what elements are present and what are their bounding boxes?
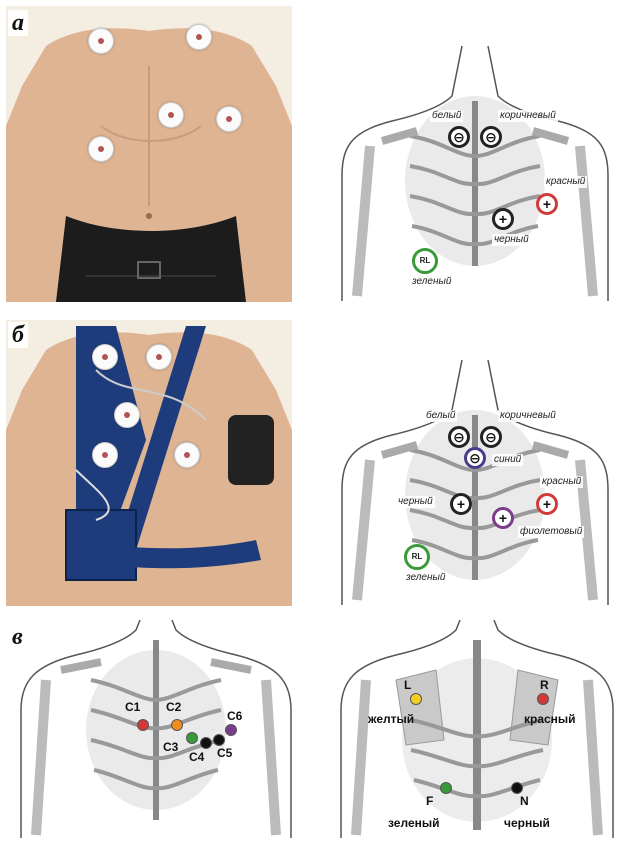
diagram-c-front: C1 C2 C3 C4 C5 C6 — [6, 620, 306, 838]
skeleton-outline-c-back — [326, 620, 628, 838]
torso-photo-a — [6, 6, 292, 302]
tag-r: R — [540, 678, 549, 692]
tag-brown: коричневый — [498, 110, 558, 122]
lead-f-marker — [440, 782, 452, 794]
lead-c5-label: C5 — [217, 746, 232, 760]
panel-label-c: в — [8, 624, 27, 650]
lead-c2-marker — [171, 719, 183, 731]
lead-c6-marker — [225, 724, 237, 736]
lead-c4-label: C4 — [189, 750, 204, 764]
electrode-pad — [92, 442, 118, 468]
lead-c5-marker — [213, 734, 225, 746]
electrode-black: + — [450, 493, 472, 515]
tag-white: белый — [430, 110, 463, 122]
lead-l-marker — [410, 693, 422, 705]
electrode-white: ⊖ — [448, 426, 470, 448]
electrode-pad — [158, 102, 184, 128]
electrode-white: ⊖ — [448, 126, 470, 148]
lead-c4-marker — [200, 737, 212, 749]
lead-n-marker — [511, 782, 523, 794]
tag-black: черный — [492, 234, 531, 246]
electrode-black: + — [492, 208, 514, 230]
electrode-blue: ⊖ — [464, 447, 486, 469]
tag-violet: фиолетовый — [518, 526, 584, 538]
tag-brown: коричневый — [498, 410, 558, 422]
electrode-pad — [92, 344, 118, 370]
lead-c3-label: C3 — [163, 740, 178, 754]
tag-green: зеленый — [388, 816, 440, 830]
tag-red: красный — [544, 176, 587, 188]
electrode-red: + — [536, 193, 558, 215]
electrode-brown: ⊖ — [480, 126, 502, 148]
lead-c1-marker — [137, 719, 149, 731]
tag-f: F — [426, 794, 433, 808]
diagram-a: ⊖ ⊖ + + RL белый коричневый красный черн… — [312, 6, 628, 302]
tag-yellow: желтый — [368, 712, 414, 726]
tag-green: зеленый — [410, 276, 453, 288]
lead-r-marker — [537, 693, 549, 705]
tag-l: L — [404, 678, 411, 692]
lead-c2-label: C2 — [166, 700, 181, 714]
tag-red: красный — [524, 712, 576, 726]
diagram-c-back: L R желтый красный F N зеленый черный — [326, 620, 628, 838]
tag-green: зеленый — [404, 572, 447, 584]
electrode-rl: RL — [412, 248, 438, 274]
electrode-pad — [146, 344, 172, 370]
skeleton-outline-a — [312, 6, 628, 302]
electrode-rl: RL — [404, 544, 430, 570]
tag-black: черный — [504, 816, 550, 830]
tag-n: N — [520, 794, 529, 808]
tag-blue: синий — [492, 454, 523, 466]
electrode-pad — [186, 24, 212, 50]
photo-a — [6, 6, 292, 302]
tag-black: черный — [396, 496, 435, 508]
diagram-b: ⊖ ⊖ ⊖ + + + RL белый коричневый синий кр… — [312, 320, 628, 606]
electrode-pad — [174, 442, 200, 468]
electrode-pad — [88, 136, 114, 162]
lead-c3-marker — [186, 732, 198, 744]
electrode-pad — [88, 28, 114, 54]
electrode-pad — [216, 106, 242, 132]
lead-c6-label: C6 — [227, 709, 242, 723]
electrode-red: + — [536, 493, 558, 515]
panel-label-a: а — [8, 10, 28, 36]
skeleton-outline-c-front — [6, 620, 306, 838]
electrode-brown: ⊖ — [480, 426, 502, 448]
electrode-pad — [114, 402, 140, 428]
tag-white: белый — [424, 410, 457, 422]
tag-red: красный — [540, 476, 583, 488]
photo-b — [6, 320, 292, 606]
panel-label-b: б — [8, 322, 28, 348]
electrode-violet: + — [492, 507, 514, 529]
lead-c1-label: C1 — [125, 700, 140, 714]
